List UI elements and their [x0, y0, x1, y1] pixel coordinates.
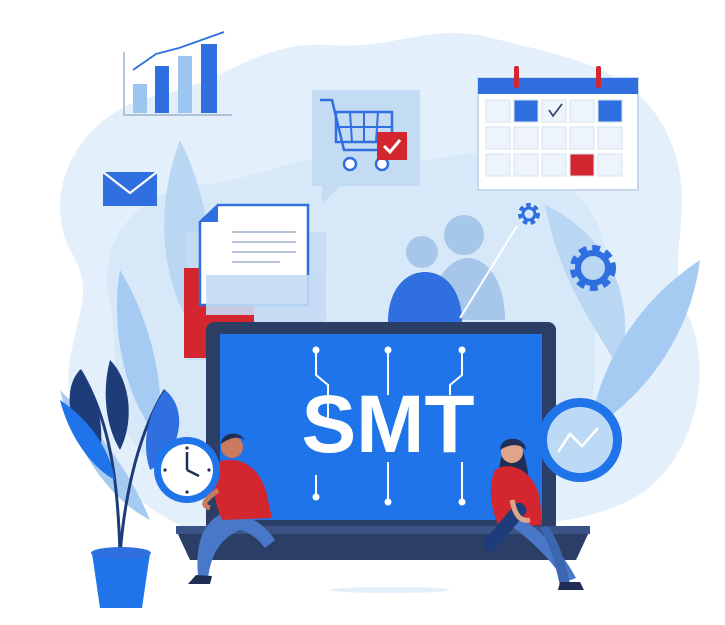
woman-with-magnifier — [483, 398, 622, 590]
clock-icon — [154, 437, 220, 503]
magnifier-icon — [483, 398, 622, 552]
circuit-lines — [315, 352, 463, 500]
shopping-cart-icon — [312, 90, 420, 204]
man-with-clock — [154, 433, 275, 584]
plant-icon — [60, 360, 180, 608]
user-group-icon — [388, 215, 505, 322]
laptop-screen-label: SMT — [301, 379, 474, 470]
laptop: SMT — [176, 322, 590, 560]
envelope-icon — [102, 171, 158, 206]
ground-shadow — [330, 587, 450, 593]
bar-chart-icon — [123, 31, 232, 116]
calendar-icon — [477, 66, 639, 191]
gear-icon — [459, 203, 616, 319]
